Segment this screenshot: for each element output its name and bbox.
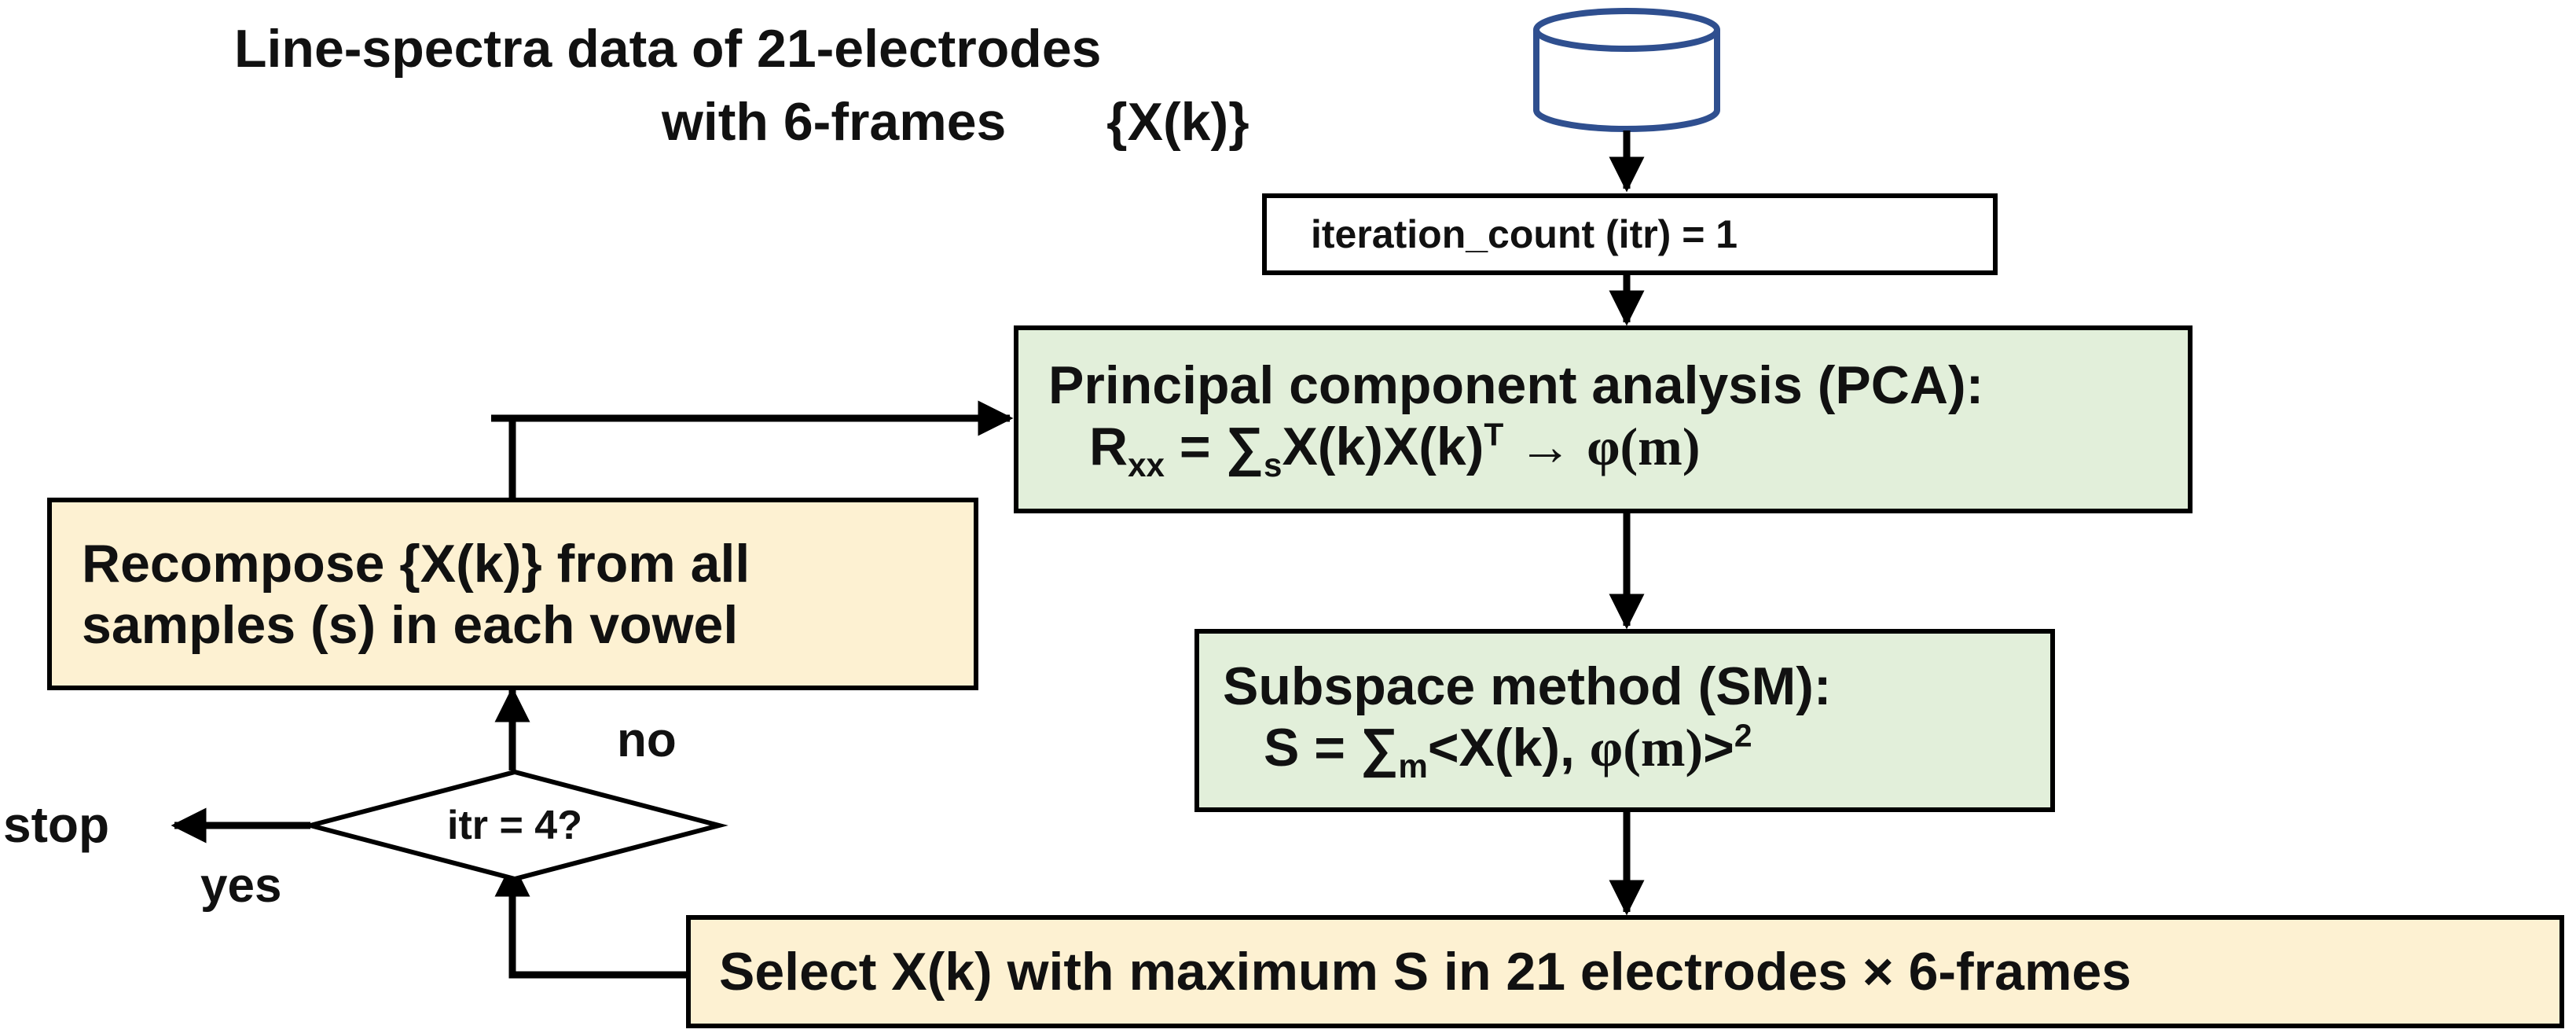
recompose-line-1: Recompose {X(k)} from all: [82, 533, 750, 594]
title-line-1: Line-spectra data of 21-electrodes: [234, 19, 1102, 79]
database-icon: [1533, 8, 1720, 132]
pca-box: Principal component analysis (PCA): Rxx …: [1014, 325, 2193, 513]
stop-terminal-label: stop: [3, 796, 110, 853]
sm-title: Subspace method (SM):: [1223, 656, 1832, 717]
decision-diamond: [301, 769, 728, 882]
pca-title: Principal component analysis (PCA):: [1048, 355, 1984, 416]
diagram-subtitle: with 6-frames {X(k)}: [662, 90, 1249, 153]
recompose-line-2: samples (s) in each vowel: [82, 594, 739, 655]
select-label: Select X(k) with maximum S in 21 electro…: [719, 942, 2132, 1002]
title-set-symbol: {X(k)}: [1106, 92, 1249, 152]
title-line-2: with 6-frames: [662, 92, 1007, 152]
diagram-title: Line-spectra data of 21-electrodes: [234, 17, 1101, 80]
decision-condition: itr = 4?: [310, 794, 719, 857]
no-branch-label: no: [617, 713, 677, 767]
recompose-box: Recompose {X(k)} from all samples (s) in…: [47, 498, 978, 690]
arrow-select-to-decision: [494, 861, 686, 979]
pca-formula: Rxx = ∑sX(k)X(k)T → φ(m): [1089, 416, 1701, 483]
iteration-label: iteration_count (itr) = 1: [1311, 212, 1738, 256]
sm-box: Subspace method (SM): S = ∑m<X(k), φ(m)>…: [1194, 629, 2055, 812]
sm-formula: S = ∑m<X(k), φ(m)>2: [1264, 717, 1752, 785]
iteration-init-box: iteration_count (itr) = 1: [1262, 193, 1998, 275]
yes-branch-label: yes: [200, 858, 282, 913]
decision-condition-text: itr = 4?: [447, 803, 582, 848]
select-box: Select X(k) with maximum S in 21 electro…: [686, 915, 2564, 1028]
arrow-recompose-to-pca: [508, 400, 1014, 498]
